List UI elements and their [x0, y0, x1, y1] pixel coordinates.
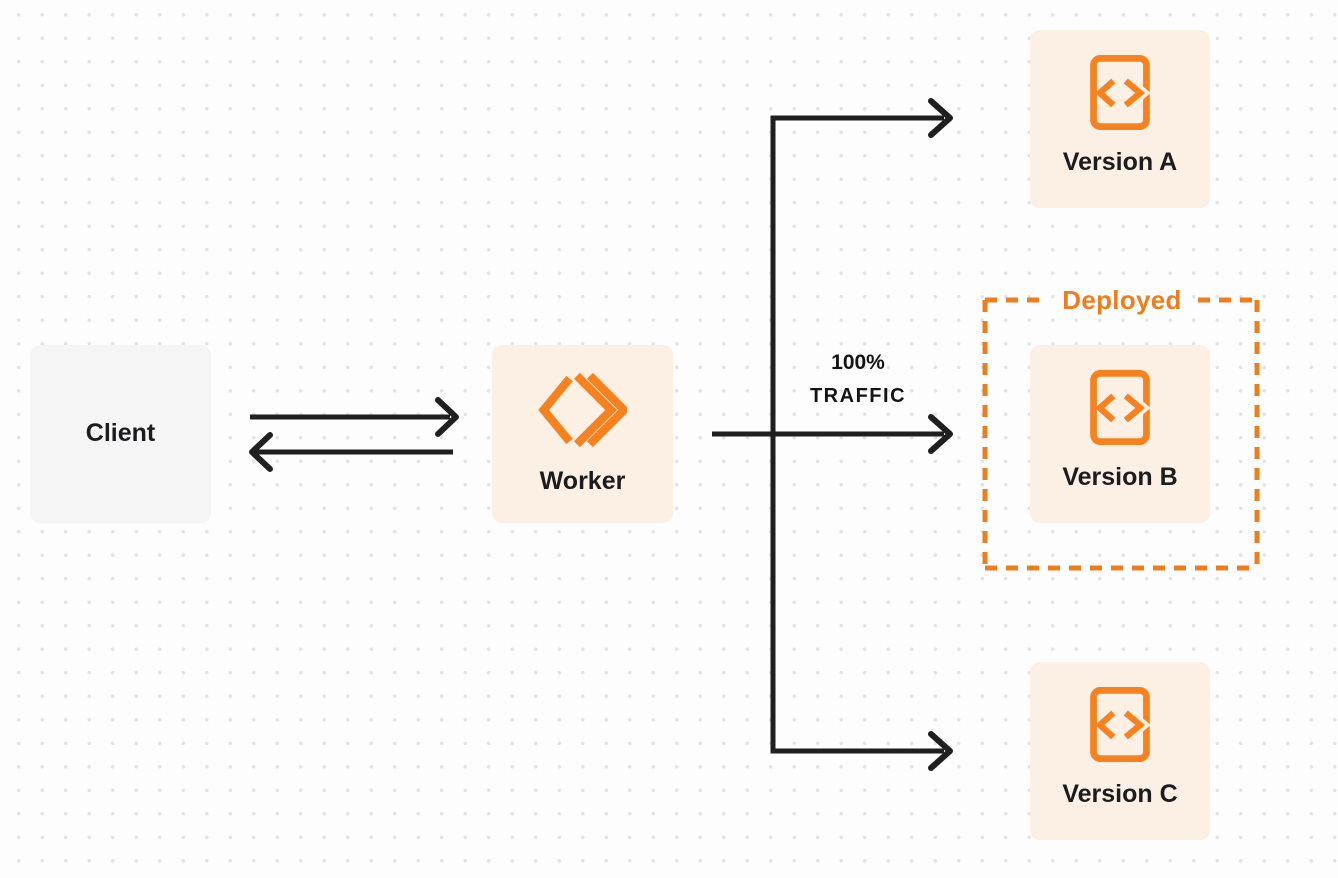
- cloudflare-workers-icon: [538, 373, 627, 447]
- worker-label: Worker: [539, 467, 626, 495]
- branch-spine-line: [770, 115, 944, 754]
- node-client: Client: [30, 345, 211, 523]
- node-version-a: Version A: [1030, 30, 1210, 208]
- version-c-label: Version C: [1062, 780, 1178, 808]
- version-b-label: Version B: [1062, 463, 1178, 491]
- arrow-version-a-head: [928, 98, 953, 138]
- arrow-worker-to-client-head: [249, 432, 273, 472]
- traffic-word-text: TRAFFIC: [809, 385, 907, 407]
- arrow-version-b-head: [928, 414, 953, 454]
- code-file-icon: [1090, 687, 1150, 762]
- traffic-percent-text: 100%: [831, 351, 885, 374]
- client-label: Client: [85, 419, 156, 448]
- code-file-icon: [1090, 370, 1150, 445]
- arrow-client-to-worker-head: [435, 397, 459, 437]
- version-a-label: Version A: [1062, 148, 1178, 176]
- node-version-b: Version B: [1030, 345, 1210, 523]
- code-file-icon: [1090, 55, 1150, 130]
- deployed-label: Deployed: [1062, 284, 1182, 315]
- arrow-version-c-head: [928, 731, 953, 771]
- traffic-label: 100% TRAFFIC: [778, 349, 938, 415]
- node-version-c: Version C: [1030, 662, 1210, 840]
- node-worker: Worker: [492, 345, 673, 523]
